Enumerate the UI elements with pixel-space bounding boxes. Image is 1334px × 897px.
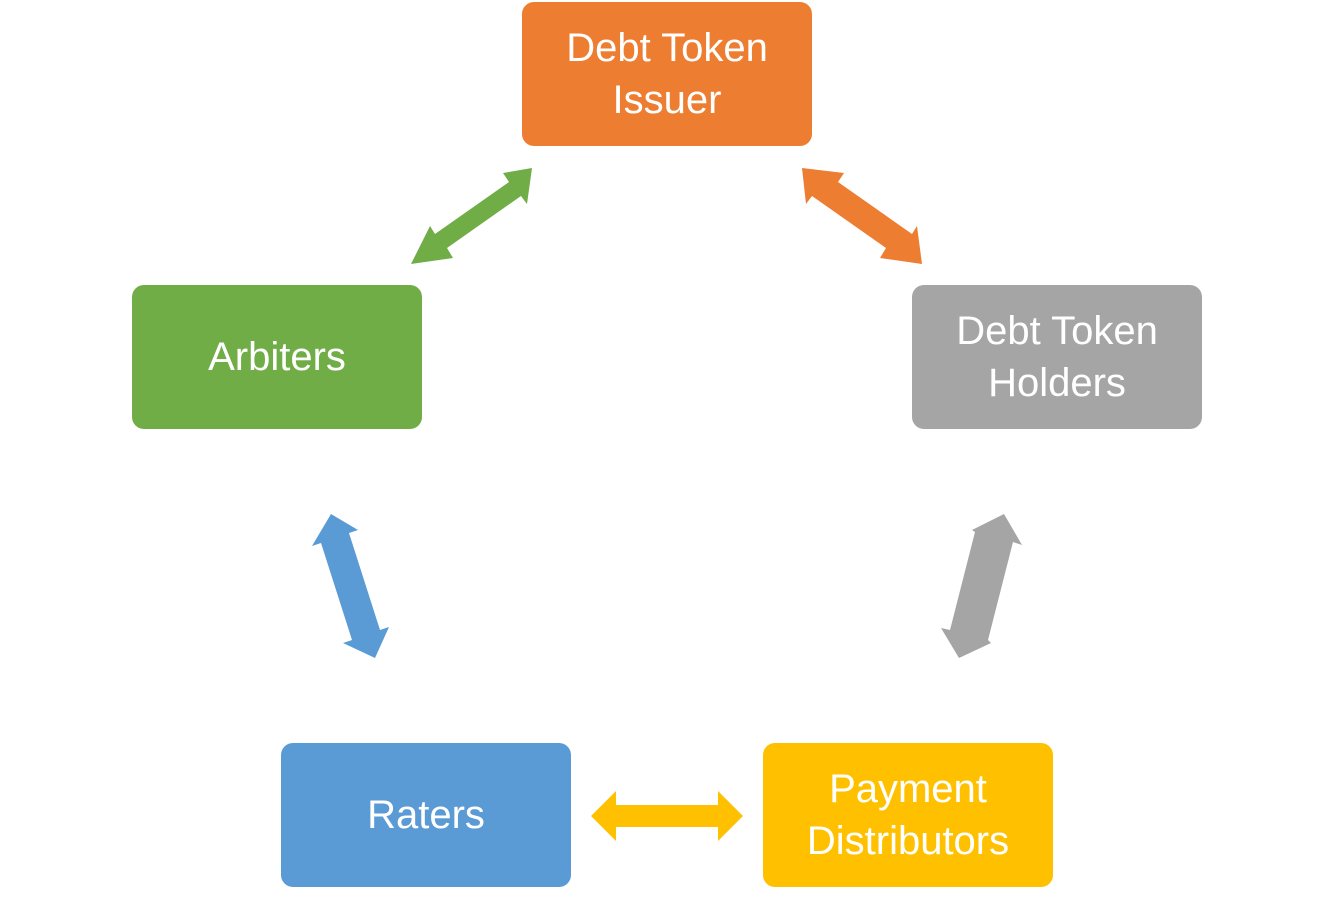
raters-box: Raters xyxy=(281,743,571,887)
arbiters-box: Arbiters xyxy=(132,285,422,429)
issuer-holders-arrow xyxy=(802,168,922,264)
arbiters-issuer-arrow xyxy=(411,168,532,264)
raters-arbiters-arrow xyxy=(312,514,389,658)
arbiters-label: Arbiters xyxy=(208,335,346,379)
holders-payment-arrow xyxy=(941,514,1022,658)
payment-distributors-box: Payment Distributors xyxy=(763,743,1053,887)
debt-token-issuer-box: Debt Token Issuer xyxy=(522,2,812,146)
payment-raters-arrow xyxy=(591,791,743,841)
debt-token-holders-box: Debt Token Holders xyxy=(912,285,1202,429)
raters-label: Raters xyxy=(367,793,485,837)
debt-token-issuer-label: Debt Token Issuer xyxy=(566,26,768,122)
debt-token-holders-label: Debt Token Holders xyxy=(956,309,1158,405)
payment-distributors-label: Payment Distributors xyxy=(806,767,1010,863)
